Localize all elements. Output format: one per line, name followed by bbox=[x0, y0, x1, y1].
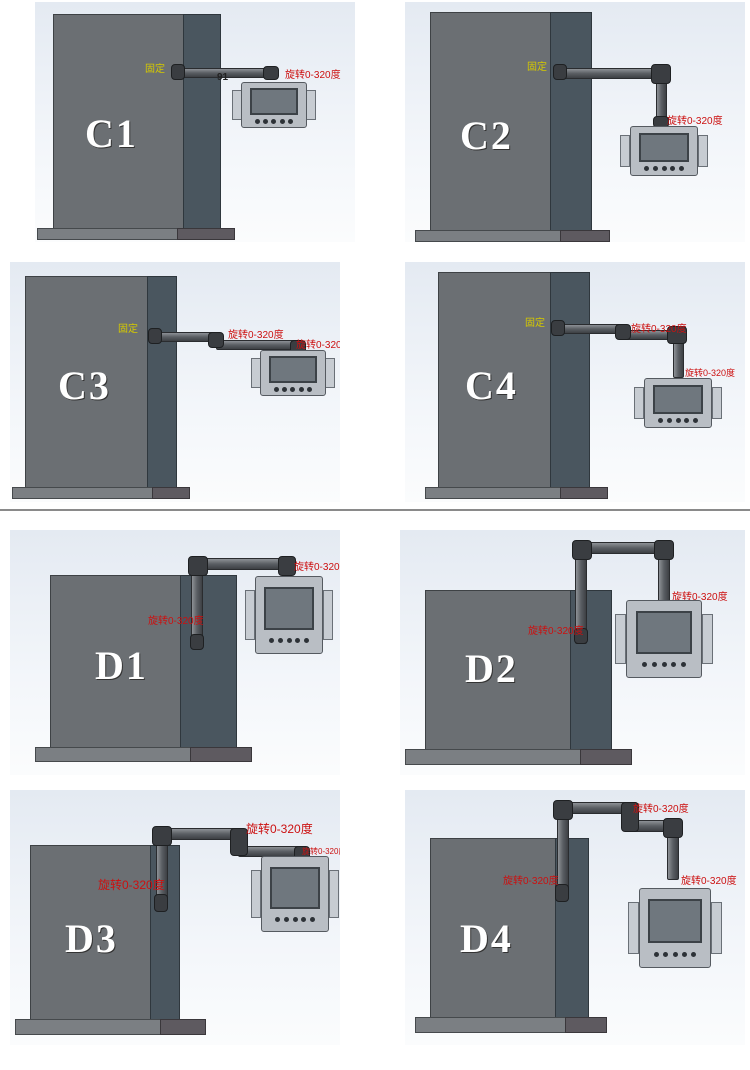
rotate-label: 旋转0-320度 bbox=[685, 368, 736, 378]
panel-d1: D1 旋转0-320度 旋转0-320度 bbox=[10, 530, 340, 775]
model-code: C3 bbox=[58, 363, 111, 408]
panel-c2: C2 固定 旋转0-320度 bbox=[405, 2, 745, 242]
fixed-label: 固定 bbox=[118, 324, 138, 335]
cabinet-base-side bbox=[565, 1017, 607, 1033]
section-divider bbox=[0, 509, 750, 511]
panel-d3: D3 旋转0-320度 旋转0-320度 旋转0-320度 bbox=[10, 790, 340, 1045]
cabinet-base-side bbox=[177, 228, 235, 240]
rotate-label: 旋转0-320度 bbox=[631, 324, 687, 335]
arm-joint bbox=[148, 328, 162, 344]
fixed-label: 固定 bbox=[525, 318, 545, 329]
rotate-label: 旋转0-320度 bbox=[285, 70, 341, 81]
cabinet bbox=[25, 276, 149, 490]
cabinet-base bbox=[15, 1019, 162, 1035]
model-code: D1 bbox=[95, 643, 148, 688]
model-code: D2 bbox=[465, 646, 518, 691]
panel-c3: C3 固定 旋转0-320度 旋转0-320 bbox=[10, 262, 340, 502]
hmi-monitor bbox=[250, 350, 336, 396]
rotate-label: 旋转0-320 bbox=[296, 340, 340, 351]
fixed-label: 固定 bbox=[527, 62, 547, 73]
rotate-label: 旋转0-320度 bbox=[228, 330, 284, 341]
cabinet-base-side bbox=[580, 749, 632, 765]
arm-joint bbox=[553, 800, 573, 820]
arm-segment bbox=[216, 340, 298, 350]
cabinet-base bbox=[35, 747, 192, 762]
rotate-label: 旋转0-320度 bbox=[672, 592, 728, 603]
arm-joint bbox=[263, 66, 279, 80]
rotate-label: 旋转0-320度 bbox=[246, 822, 313, 836]
cabinet-base-side bbox=[160, 1019, 206, 1035]
cabinet bbox=[50, 575, 182, 750]
arm-joint bbox=[667, 326, 687, 344]
hmi-monitor bbox=[633, 378, 723, 428]
rotate-label: 旋转0-320度 bbox=[681, 876, 737, 887]
hmi-monitor bbox=[614, 600, 714, 678]
rotate-label: 旋转0-320度 bbox=[503, 876, 559, 887]
cabinet bbox=[53, 14, 185, 231]
cabinet-side bbox=[550, 272, 590, 490]
cabinet-side bbox=[183, 14, 221, 231]
panel-c1: C1 固定 91 旋转0-320度 bbox=[35, 2, 355, 242]
arm-joint bbox=[190, 634, 204, 650]
arm-joint bbox=[278, 556, 296, 576]
arm-joint bbox=[663, 818, 683, 838]
arm-joint bbox=[553, 64, 567, 80]
arm-joint bbox=[555, 884, 569, 902]
cabinet-base bbox=[425, 487, 562, 499]
arm-joint bbox=[654, 540, 674, 560]
arm-joint bbox=[152, 826, 172, 846]
arm-joint bbox=[651, 64, 671, 84]
cabinet-side bbox=[180, 575, 237, 750]
cabinet-base bbox=[405, 749, 582, 765]
dimension-label: 91 bbox=[217, 72, 229, 83]
cabinet bbox=[430, 838, 557, 1020]
rotate-label: 旋转0-320度 bbox=[98, 878, 165, 892]
hmi-monitor bbox=[250, 856, 340, 932]
model-code: C1 bbox=[85, 111, 138, 156]
cabinet-base-side bbox=[560, 487, 608, 499]
cabinet bbox=[438, 272, 552, 490]
arm-joint bbox=[574, 628, 588, 644]
hmi-monitor bbox=[627, 888, 723, 968]
model-code: C4 bbox=[465, 363, 518, 408]
arm-joint bbox=[171, 64, 185, 80]
arm-joint bbox=[551, 320, 565, 336]
cabinet-side bbox=[550, 12, 592, 232]
cabinet-base-side bbox=[560, 230, 610, 242]
arm-joint bbox=[230, 828, 248, 856]
fixed-label: 固定 bbox=[145, 64, 165, 75]
arm-joint bbox=[572, 540, 592, 560]
panel-d2: D2 旋转0-320度 旋转0-320度 bbox=[400, 530, 745, 775]
rotate-label: 旋转0-320度 bbox=[148, 616, 204, 627]
arm-joint bbox=[208, 332, 224, 348]
arm-joint bbox=[188, 556, 208, 576]
arm-joint bbox=[621, 802, 639, 832]
hmi-monitor bbox=[231, 82, 317, 128]
cabinet-base bbox=[415, 230, 562, 242]
panel-c4: C4 固定 旋转0-320度 旋转0-320度 bbox=[405, 262, 745, 502]
cabinet-base bbox=[37, 228, 179, 240]
arm-joint bbox=[154, 894, 168, 912]
rotate-label: 旋转0-320度 bbox=[302, 847, 340, 856]
rotate-label: 旋转0-320度 bbox=[294, 562, 340, 573]
cabinet-base-side bbox=[190, 747, 252, 762]
model-code: D3 bbox=[65, 916, 118, 961]
cabinet bbox=[430, 12, 552, 232]
rotate-label: 旋转0-320度 bbox=[667, 116, 723, 127]
hmi-monitor bbox=[244, 576, 334, 654]
model-code: C2 bbox=[460, 113, 513, 158]
model-code: D4 bbox=[460, 916, 513, 961]
rotate-label: 旋转0-320度 bbox=[633, 804, 689, 815]
panel-d4: D4 旋转0-320度 旋转0-320度 旋转0-320度 bbox=[405, 790, 745, 1045]
arm-joint bbox=[615, 324, 631, 340]
cabinet-base-side bbox=[152, 487, 190, 499]
cabinet-base bbox=[12, 487, 154, 499]
hmi-monitor bbox=[619, 126, 709, 176]
cabinet-side bbox=[147, 276, 177, 490]
cabinet-base bbox=[415, 1017, 567, 1033]
rotate-label: 旋转0-320度 bbox=[528, 626, 584, 637]
